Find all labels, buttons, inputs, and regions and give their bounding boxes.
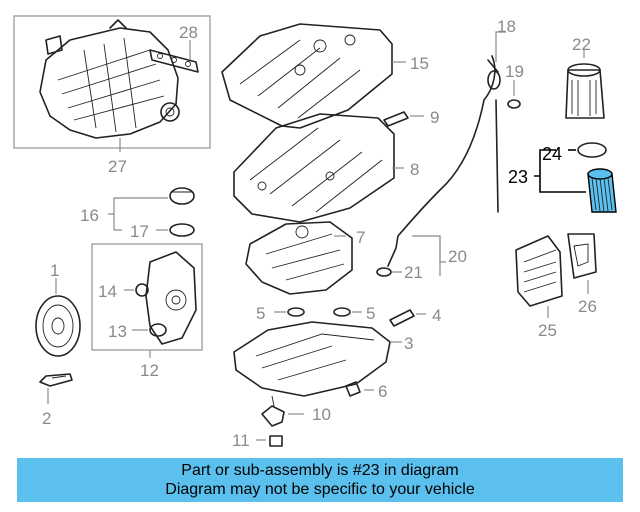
callout-5b: 5 bbox=[366, 304, 375, 323]
callout-5a: 5 bbox=[256, 304, 265, 323]
dipstick bbox=[387, 55, 521, 267]
callout-22: 22 bbox=[572, 35, 591, 54]
callout-20: 20 bbox=[448, 247, 467, 266]
callout-24: 24 bbox=[542, 144, 562, 164]
banner-line-2: Diagram may not be specific to your vehi… bbox=[165, 481, 475, 498]
oil-filter-element bbox=[587, 168, 617, 213]
oil-pressure-switch bbox=[261, 395, 285, 427]
seal-13 bbox=[149, 323, 167, 337]
oil-pan bbox=[233, 321, 391, 397]
oil-filler-cap bbox=[169, 187, 195, 205]
washer-5a bbox=[287, 307, 305, 317]
pulley-bolt bbox=[39, 373, 73, 387]
callout-10: 10 bbox=[312, 405, 331, 424]
plug bbox=[269, 435, 283, 447]
callout-26: 26 bbox=[578, 297, 597, 316]
callout-27: 27 bbox=[108, 157, 127, 176]
callout-28: 28 bbox=[179, 23, 198, 42]
oil-filter-housing bbox=[565, 63, 605, 119]
timing-cover bbox=[145, 251, 197, 345]
drain-plug bbox=[345, 381, 361, 397]
callout-9: 9 bbox=[430, 108, 439, 127]
callout-16: 16 bbox=[80, 206, 99, 225]
callout-7: 7 bbox=[356, 228, 365, 247]
callout-6: 6 bbox=[378, 382, 387, 401]
callout-13: 13 bbox=[108, 322, 127, 341]
o-ring bbox=[577, 142, 607, 158]
callout-3: 3 bbox=[404, 334, 413, 353]
manifold-gasket bbox=[149, 49, 199, 73]
callout-2: 2 bbox=[42, 409, 51, 428]
callout-15: 15 bbox=[410, 54, 429, 73]
cylinder-head bbox=[233, 113, 395, 223]
dipstick-seal bbox=[376, 267, 392, 277]
valve-cover bbox=[221, 23, 393, 129]
banner-line-1: Part or sub-assembly is #23 in diagram bbox=[181, 462, 459, 479]
callout-8: 8 bbox=[410, 160, 419, 179]
cap-seal bbox=[169, 223, 195, 237]
intake-manifold bbox=[13, 15, 211, 149]
info-banner: Part or sub-assembly is #23 in diagram D… bbox=[17, 458, 623, 502]
seal-14 bbox=[135, 283, 149, 297]
oil-level-sensor bbox=[389, 309, 415, 327]
oil-cooler bbox=[515, 235, 563, 307]
callout-23: 23 bbox=[508, 167, 528, 187]
callout-11: 11 bbox=[232, 431, 250, 450]
callout-17: 17 bbox=[130, 222, 149, 241]
callout-25: 25 bbox=[538, 321, 557, 340]
oil-pump bbox=[245, 221, 353, 295]
callout-19: 19 bbox=[505, 62, 524, 81]
callout-14: 14 bbox=[98, 282, 117, 301]
sensor bbox=[383, 111, 409, 127]
crankshaft-pulley bbox=[35, 295, 81, 357]
callout-1: 1 bbox=[50, 261, 59, 280]
callout-12: 12 bbox=[140, 361, 159, 380]
callout-4: 4 bbox=[432, 306, 441, 325]
callout-18: 18 bbox=[497, 17, 516, 36]
washer-5b bbox=[333, 307, 351, 317]
oil-cooler-gasket bbox=[567, 233, 597, 279]
callout-21: 21 bbox=[404, 263, 423, 282]
